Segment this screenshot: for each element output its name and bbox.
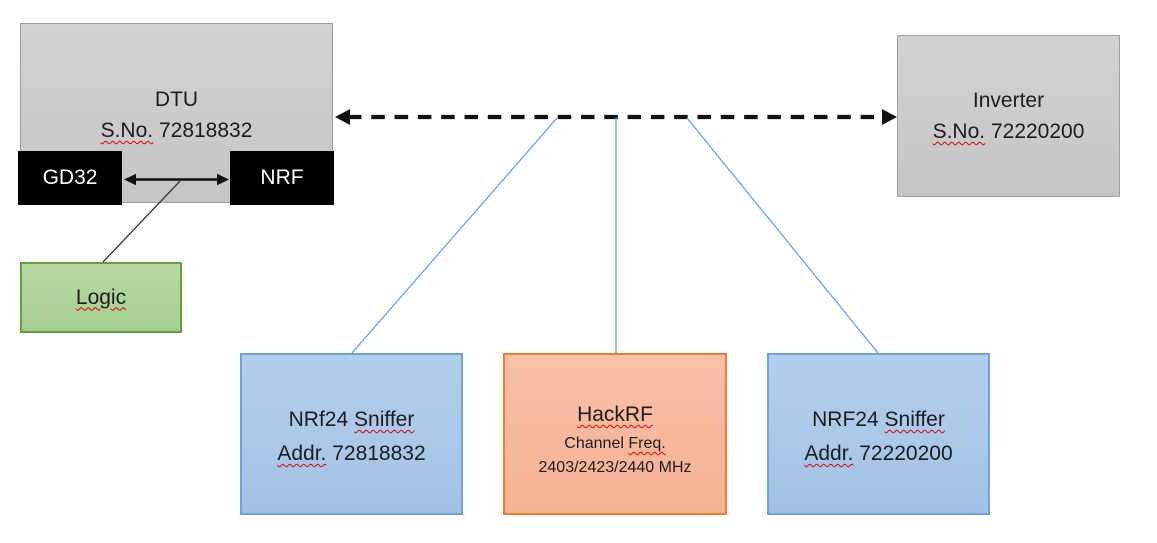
dtu-inverter-arrowhead-right — [882, 109, 897, 125]
inverter-serial-label: S.No. — [932, 120, 986, 143]
nrf-label: NRF — [260, 166, 304, 189]
inverter-serial: S.No. 72220200 — [933, 116, 1085, 147]
inverter-serial-value: 72220200 — [990, 120, 1085, 143]
logic-node: Logic — [20, 262, 182, 333]
dtu-inverter-arrowhead-left — [335, 109, 350, 125]
sniffer-left-node: NRf24 Sniffer Addr. 72818832 — [240, 353, 463, 515]
inverter-node: Inverter S.No. 72220200 — [897, 35, 1120, 197]
hackrf-freq-word1: Channel — [564, 435, 624, 452]
sniffer-right-node: NRF24 Sniffer Addr. 72220200 — [767, 353, 990, 515]
hackrf-freq-word2: Freq. — [628, 435, 666, 452]
sniffer-right-addr-label: Addr. — [804, 442, 854, 465]
link-to-sniffer-left-line — [351, 117, 558, 354]
sniffer-left-addr: Addr. 72818832 — [277, 437, 425, 471]
sniffer-left-word: Sniffer — [354, 408, 415, 431]
sniffer-left-title: NRf24 Sniffer — [289, 403, 415, 437]
sniffer-right-title: NRF24 Sniffer — [812, 403, 945, 437]
hackrf-freq-label: Channel Freq. — [564, 432, 665, 456]
dtu-serial-label: S.No. — [100, 119, 154, 142]
inverter-title: Inverter — [972, 89, 1045, 112]
sniffer-right-addr-value: 72220200 — [859, 442, 953, 465]
dtu-serial: S.No. 72818832 — [101, 115, 253, 146]
gd32-node: GD32 — [18, 151, 122, 205]
dtu-serial-value: 72818832 — [158, 119, 253, 142]
gd32-label: GD32 — [42, 166, 98, 189]
sniffer-right-word: Sniffer — [884, 408, 945, 431]
hackrf-title: HackRF — [577, 403, 653, 426]
sniffer-right-addr: Addr. 72220200 — [804, 437, 952, 471]
dtu-title: DTU — [154, 88, 199, 111]
nrf-node: NRF — [230, 151, 334, 205]
hackrf-node: HackRF Channel Freq. 2403/2423/2440 MHz — [503, 353, 727, 515]
sniffer-left-prefix: NRf24 — [288, 408, 349, 431]
sniffer-left-addr-label: Addr. — [277, 442, 327, 465]
link-to-sniffer-right-line — [686, 117, 879, 354]
hackrf-freq-values: 2403/2423/2440 MHz — [538, 459, 692, 476]
sniffer-left-addr-value: 72818832 — [332, 442, 426, 465]
logic-label: Logic — [75, 285, 127, 309]
sniffer-right-prefix: NRF24 — [812, 408, 879, 431]
